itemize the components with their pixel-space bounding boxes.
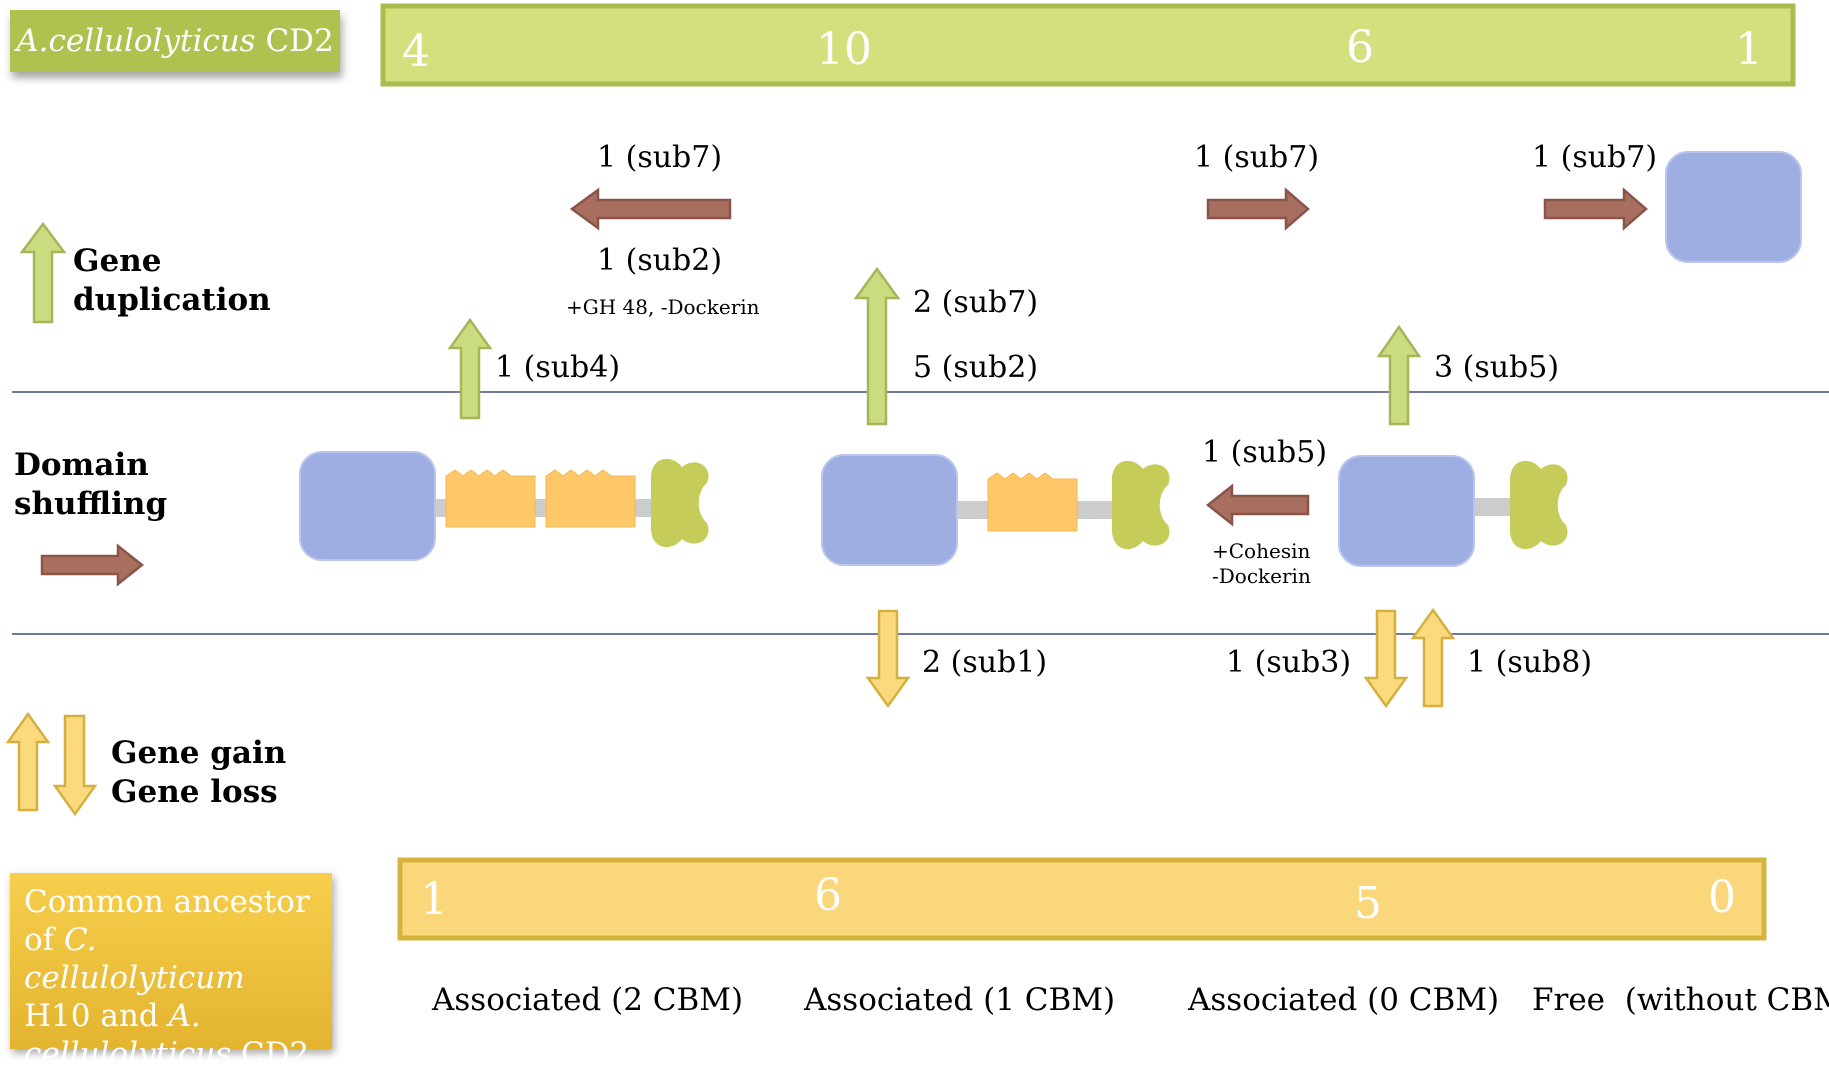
legend-line: Gene gain bbox=[111, 735, 287, 771]
top-count-associated-0cbm: 6 bbox=[1346, 22, 1374, 73]
catalytic-domain bbox=[299, 451, 436, 561]
label-sub2-note: +GH 48, -Dockerin bbox=[566, 295, 760, 319]
legend-line: Domain bbox=[14, 447, 149, 483]
ancestor-text: H10 and bbox=[24, 998, 169, 1034]
legend-gain-loss: Gene gain Gene loss bbox=[111, 734, 286, 812]
catalytic-domain bbox=[1338, 455, 1475, 567]
label-shuffle-note-2: -Dockerin bbox=[1212, 564, 1311, 588]
protein-module-0cbm bbox=[1338, 455, 1568, 567]
legend-line: shuffling bbox=[14, 486, 168, 522]
shuffling-arrow-sub7-mid bbox=[1206, 187, 1310, 231]
label-sub7-mid: 1 (sub7) bbox=[1194, 140, 1320, 175]
protein-module-2cbm bbox=[299, 451, 709, 561]
ancestor-text-italic: A. bbox=[168, 998, 201, 1034]
ancestor-text: Common ancestor bbox=[24, 884, 310, 920]
organism-name-italic: A.cellulolyticus bbox=[16, 23, 256, 59]
label-shuffle-note-1: +Cohesin bbox=[1212, 539, 1311, 563]
label-sub8: 1 (sub8) bbox=[1467, 645, 1593, 680]
dockerin-module bbox=[1510, 460, 1568, 550]
legend-shuffling-arrow bbox=[40, 543, 145, 587]
ancestor-line: Common ancestor bbox=[24, 883, 318, 921]
duplication-arrow-sub7-sub2 bbox=[853, 266, 901, 426]
category-associated-0cbm: Associated (0 CBM) bbox=[1188, 982, 1500, 1018]
organism-label-box: A.cellulolyticus CD2 bbox=[10, 10, 340, 72]
legend-loss-arrow bbox=[52, 714, 98, 817]
gain-arrow-sub8 bbox=[1410, 607, 1456, 708]
organism-strain: CD2 bbox=[255, 23, 334, 59]
shuffling-arrow-sub7-left bbox=[569, 187, 732, 231]
legend-line: duplication bbox=[73, 282, 271, 318]
ancestor-line: H10 and A. bbox=[24, 997, 318, 1035]
legend-line: Gene loss bbox=[111, 774, 278, 810]
loss-arrow-sub3 bbox=[1363, 609, 1409, 709]
ancestor-label-box: Common ancestor of C. cellulolyticum H10… bbox=[10, 873, 332, 1072]
top-count-associated-1cbm: 10 bbox=[816, 24, 872, 75]
ancestor-line: cellulolyticus CD2 bbox=[24, 1035, 318, 1073]
label-sub5-dup: 3 (sub5) bbox=[1434, 350, 1560, 385]
dockerin-module bbox=[1112, 460, 1170, 550]
label-sub5-shuffle: 1 (sub5) bbox=[1202, 435, 1328, 470]
bottom-count-associated-2cbm: 1 bbox=[420, 874, 448, 925]
legend-duplication-arrow bbox=[19, 221, 67, 324]
bottom-count-bar bbox=[397, 857, 1767, 941]
top-count-bar bbox=[380, 3, 1796, 87]
ancestor-line: of C. cellulolyticum bbox=[24, 921, 318, 997]
bottom-count-associated-1cbm: 6 bbox=[814, 870, 842, 921]
shuffling-arrow-sub7-right bbox=[1543, 187, 1648, 231]
free-catalytic-domain bbox=[1665, 151, 1802, 263]
category-associated-2cbm: Associated (2 CBM) bbox=[432, 982, 744, 1018]
top-count-free: 1 bbox=[1735, 24, 1763, 75]
ancestor-text-italic: cellulolyticus bbox=[24, 1036, 232, 1072]
label-sub3: 1 (sub3) bbox=[1226, 645, 1352, 680]
bottom-count-associated-0cbm: 5 bbox=[1354, 878, 1382, 929]
dockerin-module bbox=[651, 458, 709, 548]
ancestor-text-italic: C. cellulolyticum bbox=[24, 922, 245, 996]
legend-domain-shuffling: Domain shuffling bbox=[14, 446, 167, 524]
label-sub1: 2 (sub1) bbox=[922, 645, 1048, 680]
shuffling-arrow-sub5 bbox=[1205, 483, 1310, 527]
protein-module-1cbm bbox=[821, 454, 1170, 566]
catalytic-domain bbox=[821, 454, 958, 566]
loss-arrow-sub1 bbox=[865, 609, 911, 709]
cbm-module bbox=[987, 472, 1078, 532]
label-sub2-center: 5 (sub2) bbox=[913, 350, 1039, 385]
cbm-module bbox=[445, 469, 536, 528]
category-associated-1cbm: Associated (1 CBM) bbox=[804, 982, 1116, 1018]
cbm-module bbox=[545, 469, 636, 528]
ancestor-text: CD2 bbox=[231, 1036, 310, 1072]
duplication-arrow-sub5 bbox=[1376, 324, 1422, 426]
label-sub7-center: 2 (sub7) bbox=[913, 285, 1039, 320]
legend-gain-arrow bbox=[5, 711, 51, 812]
category-free: Free (without CBM) bbox=[1532, 982, 1829, 1018]
label-sub7-right: 1 (sub7) bbox=[1532, 140, 1658, 175]
duplication-arrow-sub4 bbox=[447, 317, 493, 420]
label-sub4: 1 (sub4) bbox=[495, 350, 621, 385]
label-sub7-left: 1 (sub7) bbox=[597, 140, 723, 175]
ancestor-text: of bbox=[24, 922, 64, 958]
top-count-associated-2cbm: 4 bbox=[402, 26, 430, 77]
label-sub2-top: 1 (sub2) bbox=[597, 243, 723, 278]
legend-line: Gene bbox=[73, 243, 162, 279]
bottom-count-free: 0 bbox=[1708, 872, 1736, 923]
diagram-canvas bbox=[5, 3, 1829, 941]
legend-gene-duplication: Gene duplication bbox=[73, 242, 271, 320]
